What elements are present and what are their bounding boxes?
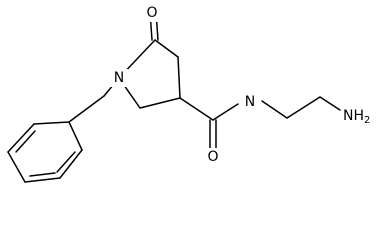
amine-nh-text: NH [343, 108, 364, 124]
label-bg-o1 [143, 4, 161, 22]
bond-ch2a-ch2b [286, 96, 321, 119]
bond-c3-c2 [139, 97, 181, 109]
bond-ph1-ph2 [68, 121, 83, 151]
amine-label: NH2 [343, 108, 370, 126]
bonds [7, 11, 341, 183]
atom-labels: O N N O NH2 [110, 4, 370, 166]
molecule-structure: O N N O NH2 [7, 4, 370, 183]
amine-subscript: 2 [364, 115, 370, 126]
label-bg-n1 [110, 69, 128, 87]
bond-ph5-ph6 [7, 123, 35, 153]
bond-ph2-ph3 [59, 149, 83, 179]
bond-c4-c3 [177, 56, 181, 99]
label-bg-o2 [204, 148, 222, 166]
bond-ph3-ph4 [24, 177, 61, 183]
bond-n2-ch2a [261, 100, 288, 119]
bond-ph-inner-1 [56, 151, 76, 173]
bond-c5-c4 [154, 39, 179, 58]
oxygen-lactam-label: O [146, 5, 157, 21]
nitrogen-amide-label: N [245, 94, 255, 110]
bond-ph4-ph5 [7, 151, 26, 183]
nitrogen-ring-label: N [114, 70, 124, 86]
bond-ph-inner-3 [29, 172, 56, 177]
bond-ch2-phenyl [68, 95, 105, 123]
bond-ch2b-nh2 [319, 96, 341, 111]
bond-camide-n2 [212, 103, 239, 121]
label-bg-n2 [241, 93, 259, 111]
bond-ph6-ph1 [33, 121, 70, 125]
oxygen-amide-label: O [207, 149, 218, 165]
bond-c3-camide [179, 97, 214, 121]
bond-ph-inner-2 [15, 130, 36, 153]
